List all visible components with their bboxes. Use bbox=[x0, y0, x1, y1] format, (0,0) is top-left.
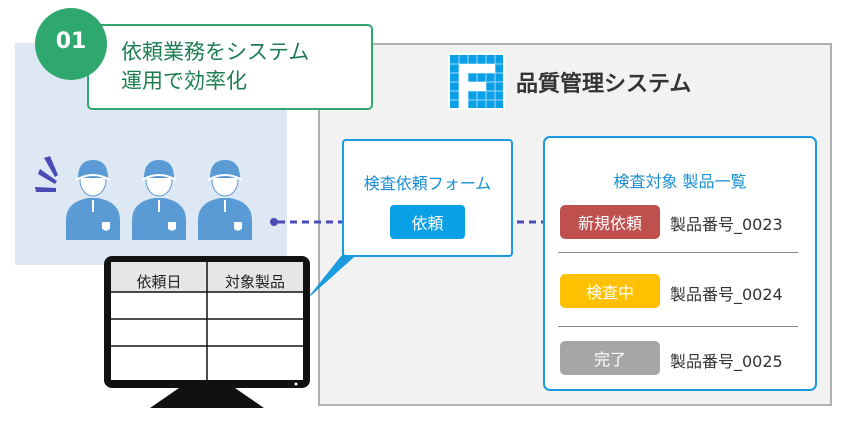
status-badge-new: 新規依頼 bbox=[560, 205, 660, 239]
request-form-title: 検査依頼フォーム bbox=[363, 174, 492, 193]
request-form-panel bbox=[342, 139, 513, 257]
monitor-icon bbox=[104, 256, 310, 408]
request-button[interactable]: 依頼 bbox=[390, 205, 465, 239]
worker-icon bbox=[66, 160, 120, 240]
workers-illustration bbox=[35, 156, 253, 241]
status-badge-complete: 完了 bbox=[560, 341, 660, 375]
step-title-line2: 運用で効率化 bbox=[121, 69, 247, 93]
product-number: 製品番号_0025 bbox=[670, 352, 783, 371]
alert-lines-icon bbox=[35, 156, 58, 192]
system-logo-icon bbox=[448, 53, 505, 110]
step-number-badge: 01 bbox=[35, 8, 107, 80]
divider bbox=[558, 326, 798, 327]
system-title: 品質管理システム bbox=[516, 72, 692, 97]
step-title-box: 依頼業務をシステム 運用で効率化 bbox=[87, 24, 373, 110]
status-badge-inspecting: 検査中 bbox=[560, 274, 660, 308]
step-title-line1: 依頼業務をシステム bbox=[121, 40, 310, 64]
sheet-header-date: 依頼日 bbox=[136, 273, 182, 291]
divider bbox=[558, 252, 798, 253]
product-number: 製品番号_0023 bbox=[670, 215, 783, 234]
product-number: 製品番号_0024 bbox=[670, 285, 783, 304]
sheet-header-product: 対象製品 bbox=[224, 273, 285, 291]
product-list-title: 検査対象 製品一覧 bbox=[613, 172, 747, 191]
